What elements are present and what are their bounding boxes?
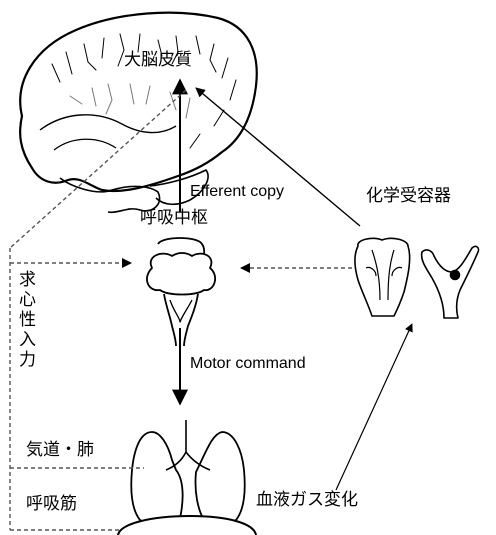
chemoreceptor-to-cortex-arrow xyxy=(196,88,360,226)
respiratory-muscle-label: 呼吸筋 xyxy=(26,496,77,513)
afferent-arrowhead xyxy=(122,258,132,268)
carotid-body-icon xyxy=(422,246,479,318)
lungs-icon xyxy=(131,420,244,525)
chemoreceptor-to-center-arrowhead xyxy=(240,263,250,273)
medulla-chemoreceptor-icon xyxy=(355,238,410,316)
motor-command-label: Motor command xyxy=(190,356,306,372)
cortex-label: 大脳皮質 xyxy=(124,52,192,69)
afferent-input-label: 求心性入力 xyxy=(16,270,33,370)
brainstem-icon xyxy=(147,238,215,346)
airway-lung-label: 気道・肺 xyxy=(26,442,94,459)
efferent-copy-label: Efferent copy xyxy=(190,184,284,200)
blood-gas-arrow xyxy=(336,324,412,490)
chemoreceptor-label: 化学受容器 xyxy=(366,188,451,205)
respiratory-center-label: 呼吸中枢 xyxy=(140,210,208,227)
blood-gas-change-label: 血液ガス変化 xyxy=(256,492,358,509)
